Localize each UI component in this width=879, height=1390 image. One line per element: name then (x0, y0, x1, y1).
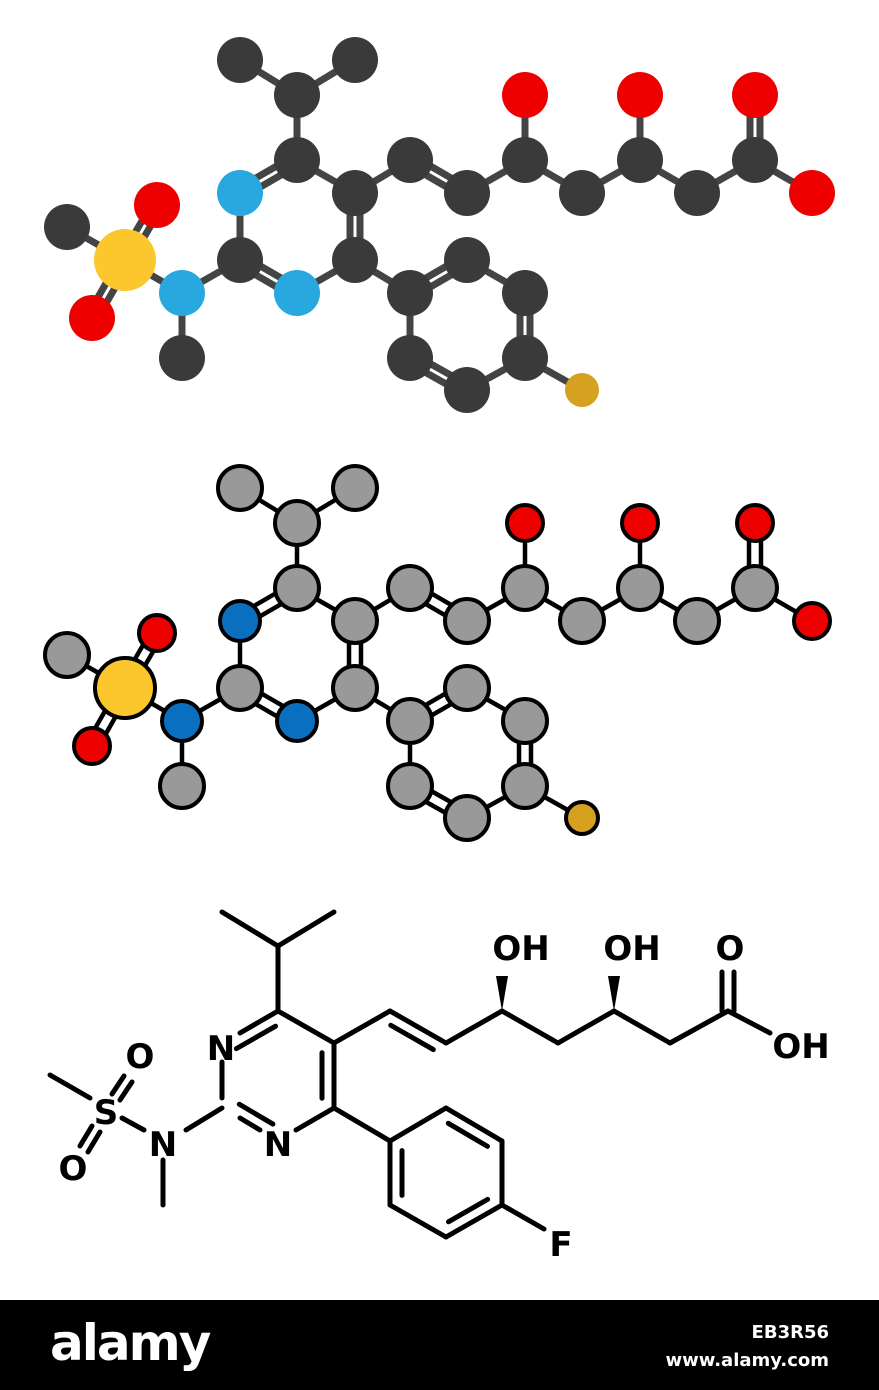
atom-ph5 (444, 367, 490, 413)
n-label-bottom: N (264, 1125, 292, 1165)
atom-sO2 (69, 295, 115, 341)
atom-c6 (673, 597, 721, 645)
atom-c3 (502, 137, 548, 183)
atom-sO1 (137, 613, 177, 653)
atom-sO2 (72, 726, 112, 766)
atom-ph3 (501, 697, 549, 745)
atom-pC2 (216, 664, 264, 712)
atom-v1 (387, 137, 433, 183)
atom-v1 (386, 564, 434, 612)
s-label: S (94, 1093, 119, 1133)
atom-ph5 (443, 794, 491, 842)
atom-ph2 (443, 664, 491, 712)
atom-iCH (273, 499, 321, 547)
atom-c5 (617, 137, 663, 183)
atom-pC4 (274, 137, 320, 183)
atom-pC5 (332, 170, 378, 216)
carbonyl-o-label: O (716, 929, 745, 969)
atom-c5 (616, 564, 664, 612)
atom-pC4 (273, 564, 321, 612)
oh-label-1: OH (492, 929, 549, 969)
atom-labels: OH OH O OH N N N S O O F (59, 929, 830, 1265)
structural-bonds (47, 909, 773, 1240)
atom-c4 (558, 597, 606, 645)
acid-oh-label: OH (772, 1027, 829, 1067)
ball-and-stick-model (44, 37, 835, 413)
atom-pN3 (217, 170, 263, 216)
atom-S (94, 229, 156, 291)
atom-ph6 (386, 762, 434, 810)
footer-url: www.alamy.com (665, 1350, 829, 1371)
atom-c6 (674, 170, 720, 216)
atom-sMe (44, 204, 90, 250)
atom-ph1 (386, 697, 434, 745)
atom-pN1 (274, 270, 320, 316)
atom-iMeR (331, 464, 379, 512)
atom-o3 (502, 72, 548, 118)
atom-cA (732, 137, 778, 183)
atom-sO1 (134, 182, 180, 228)
atom-c3 (501, 564, 549, 612)
s-oxygen-label-2: O (59, 1149, 88, 1189)
atom-nM (159, 270, 205, 316)
atom-pN3 (218, 599, 262, 643)
atom-iCH (274, 72, 320, 118)
atom-iMeR (332, 37, 378, 83)
atom-ph6 (387, 335, 433, 381)
atom-v2 (444, 170, 490, 216)
s-oxygen-label-1: O (126, 1037, 155, 1077)
atom-pC6 (332, 237, 378, 283)
n-methyl-label: N (149, 1125, 177, 1165)
atom-nMe (159, 335, 205, 381)
oh-label-2: OH (603, 929, 660, 969)
f-label: F (549, 1225, 572, 1265)
atom-pC5 (331, 597, 379, 645)
atom-oA1 (732, 72, 778, 118)
atom-ph3 (502, 270, 548, 316)
image-code: EB3R56 (751, 1322, 829, 1343)
cartoon-model (43, 464, 832, 842)
atom-ph4 (502, 335, 548, 381)
atom-ph2 (444, 237, 490, 283)
atom-oA2 (792, 601, 832, 641)
atom-pN1 (275, 699, 319, 743)
atom-o5 (617, 72, 663, 118)
atom-oA1 (735, 503, 775, 543)
atom-ph4 (501, 762, 549, 810)
atom-oA2 (789, 170, 835, 216)
structural-formula: OH OH O OH N N N S O O F (47, 909, 830, 1265)
atom-nMe (158, 762, 206, 810)
atom-iMeL (216, 464, 264, 512)
atom-o5 (620, 503, 660, 543)
atom-o3 (505, 503, 545, 543)
atom-iMeL (217, 37, 263, 83)
atom-ph1 (387, 270, 433, 316)
atom-c4 (559, 170, 605, 216)
atom-nM (160, 699, 204, 743)
n-label-top: N (207, 1029, 235, 1069)
atom-pC2 (217, 237, 263, 283)
alamy-logo: alamy (50, 1314, 211, 1372)
atom-S (93, 656, 157, 720)
atom-cA (731, 564, 779, 612)
atom-F (565, 373, 599, 407)
atom-pC6 (331, 664, 379, 712)
atom-v2 (443, 597, 491, 645)
atom-F (564, 800, 600, 836)
molecule-diagram: OH OH O OH N N N S O O F (43, 37, 835, 1265)
watermark-footer: alamy EB3R56 www.alamy.com (0, 1300, 879, 1390)
atom-sMe (43, 631, 91, 679)
